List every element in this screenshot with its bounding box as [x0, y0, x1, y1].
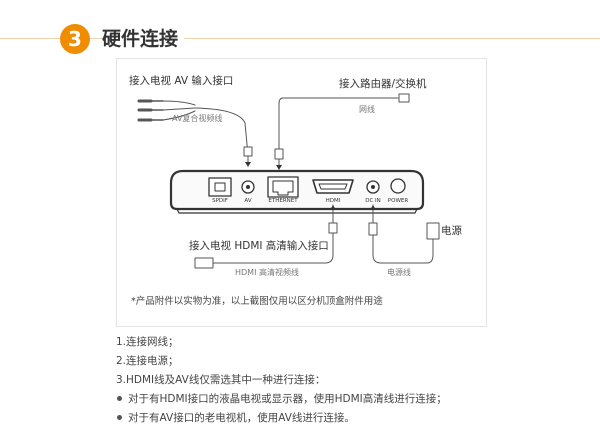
power-cable-label: 电源线: [387, 268, 411, 277]
bullet-icon: [117, 414, 122, 420]
bullet-icon: [117, 395, 122, 401]
power-button: [390, 178, 406, 194]
page-title: 硬件连接: [102, 27, 185, 51]
port-label-hdmi: HDMI: [325, 198, 341, 204]
tv-hdmi-input-label: 接入电视 HDMI 高清输入接口: [189, 240, 329, 252]
instruction-bullet-av: 对于有AV接口的老电视机，使用AV线进行连接。: [116, 409, 586, 428]
diagram-drawing: [137, 93, 440, 269]
instruction-bullet-av-text: 对于有AV接口的老电视机，使用AV线进行连接。: [128, 412, 355, 424]
av-cable: [137, 99, 253, 163]
hdmi-port: [312, 179, 354, 194]
instruction-bullet-hdmi: 对于有HDMI接口的液晶电视或显示器，使用HDMI高清线进行连接；: [116, 390, 586, 409]
instruction-step-3: 3.HDMI线及AV线仅需选其中一种进行连接：: [116, 374, 326, 386]
step-number-badge: 3: [60, 24, 90, 54]
network-cable: [274, 93, 410, 166]
power-label: 电源: [441, 225, 462, 237]
port-label-ethernet: ETHERNET: [268, 198, 298, 204]
port-label-spdif: SPDIF: [212, 198, 228, 204]
av-cable-label: AV复合视频线: [172, 114, 223, 123]
network-cable-label: 网线: [359, 105, 375, 114]
instruction-bullet-hdmi-text: 对于有HDMI接口的液晶电视或显示器，使用HDMI高清线进行连接；: [128, 393, 447, 405]
port-label-av: AV: [244, 198, 252, 204]
port-label-dc-in: DC IN: [365, 198, 381, 204]
header-divider: [0, 38, 600, 39]
instruction-step-1: 1.连接网线；: [116, 336, 179, 348]
hdmi-cable-label: HDMI 高清视频线: [235, 268, 299, 277]
power-cable: [368, 204, 440, 264]
spdif-port: [208, 177, 232, 197]
port-label-power: POWER: [387, 198, 409, 204]
router-switch-label: 接入路由器/交换机: [339, 78, 427, 90]
instructions: 1.连接网线； 2.连接电源； 3.HDMI线及AV线仅需选其中一种进行连接： …: [116, 333, 586, 428]
connection-diagram: 接入电视 AV 输入接口 AV复合视频线 接入路由器/交换机 网线 SPDIF …: [116, 58, 487, 327]
instruction-step-2: 2.连接电源；: [116, 355, 179, 367]
tv-av-input-label: 接入电视 AV 输入接口: [129, 75, 234, 87]
hdmi-cable: [194, 204, 338, 269]
accessory-footnote: *产品附件以实物为准，以上截图仅用以区分机顶盒附件用途: [131, 296, 383, 307]
